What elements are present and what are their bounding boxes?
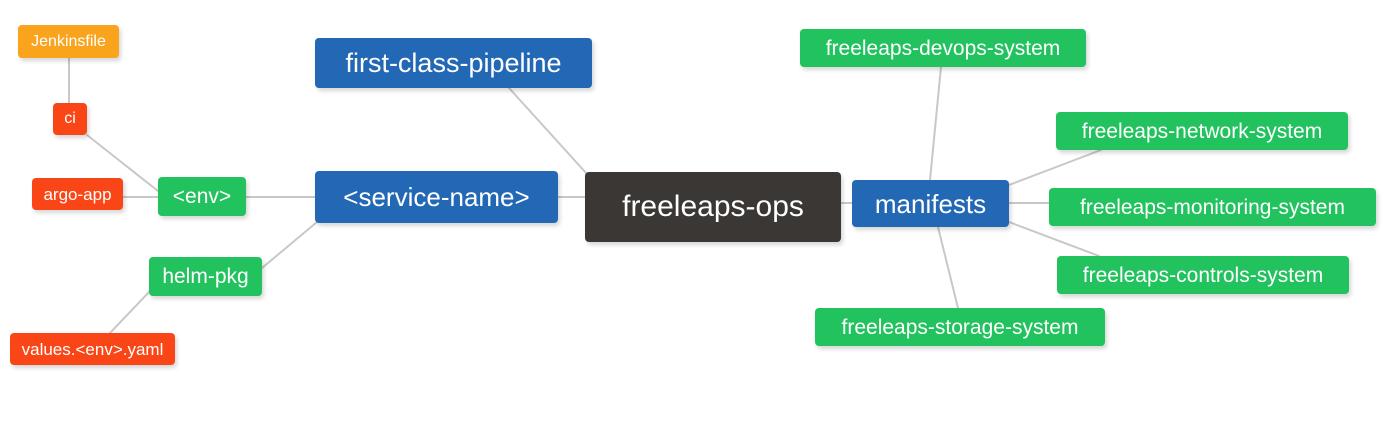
- mindmap-node-first-class-pipeline[interactable]: first-class-pipeline: [315, 38, 592, 88]
- edge-manifests-storage: [937, 226, 959, 309]
- mindmap-node-service-name[interactable]: <service-name>: [315, 171, 558, 223]
- edge-ops-pipeline: [508, 87, 588, 175]
- edge-service-helm: [261, 221, 318, 269]
- mindmap-node-freeleaps-network-system[interactable]: freeleaps-network-system: [1056, 112, 1348, 150]
- mindmap-node-ci[interactable]: ci: [53, 103, 87, 135]
- mindmap-node-freeleaps-devops-system[interactable]: freeleaps-devops-system: [800, 29, 1086, 67]
- mindmap-node-manifests[interactable]: manifests: [852, 180, 1009, 227]
- mindmap-node-freeleaps-storage-system[interactable]: freeleaps-storage-system: [815, 308, 1105, 346]
- mindmap-node-freeleaps-controls-system[interactable]: freeleaps-controls-system: [1057, 256, 1349, 294]
- mindmap-node-helm-pkg[interactable]: helm-pkg: [149, 257, 262, 296]
- mindmap-node-jenkinsfile[interactable]: Jenkinsfile: [18, 25, 119, 58]
- edge-helm-values: [109, 290, 151, 334]
- mindmap-node-env[interactable]: <env>: [158, 177, 246, 216]
- mindmap-node-argo-app[interactable]: argo-app: [32, 178, 123, 210]
- edge-manifests-devops: [929, 66, 942, 181]
- mindmap-node-freeleaps-monitoring-system[interactable]: freeleaps-monitoring-system: [1049, 188, 1376, 226]
- mindmap-node-values-env-yaml[interactable]: values.<env>.yaml: [10, 333, 175, 365]
- edge-manifests-network: [1008, 149, 1102, 186]
- edge-manifests-controls: [1008, 221, 1100, 257]
- mindmap-node-freeleaps-ops[interactable]: freeleaps-ops: [585, 172, 841, 242]
